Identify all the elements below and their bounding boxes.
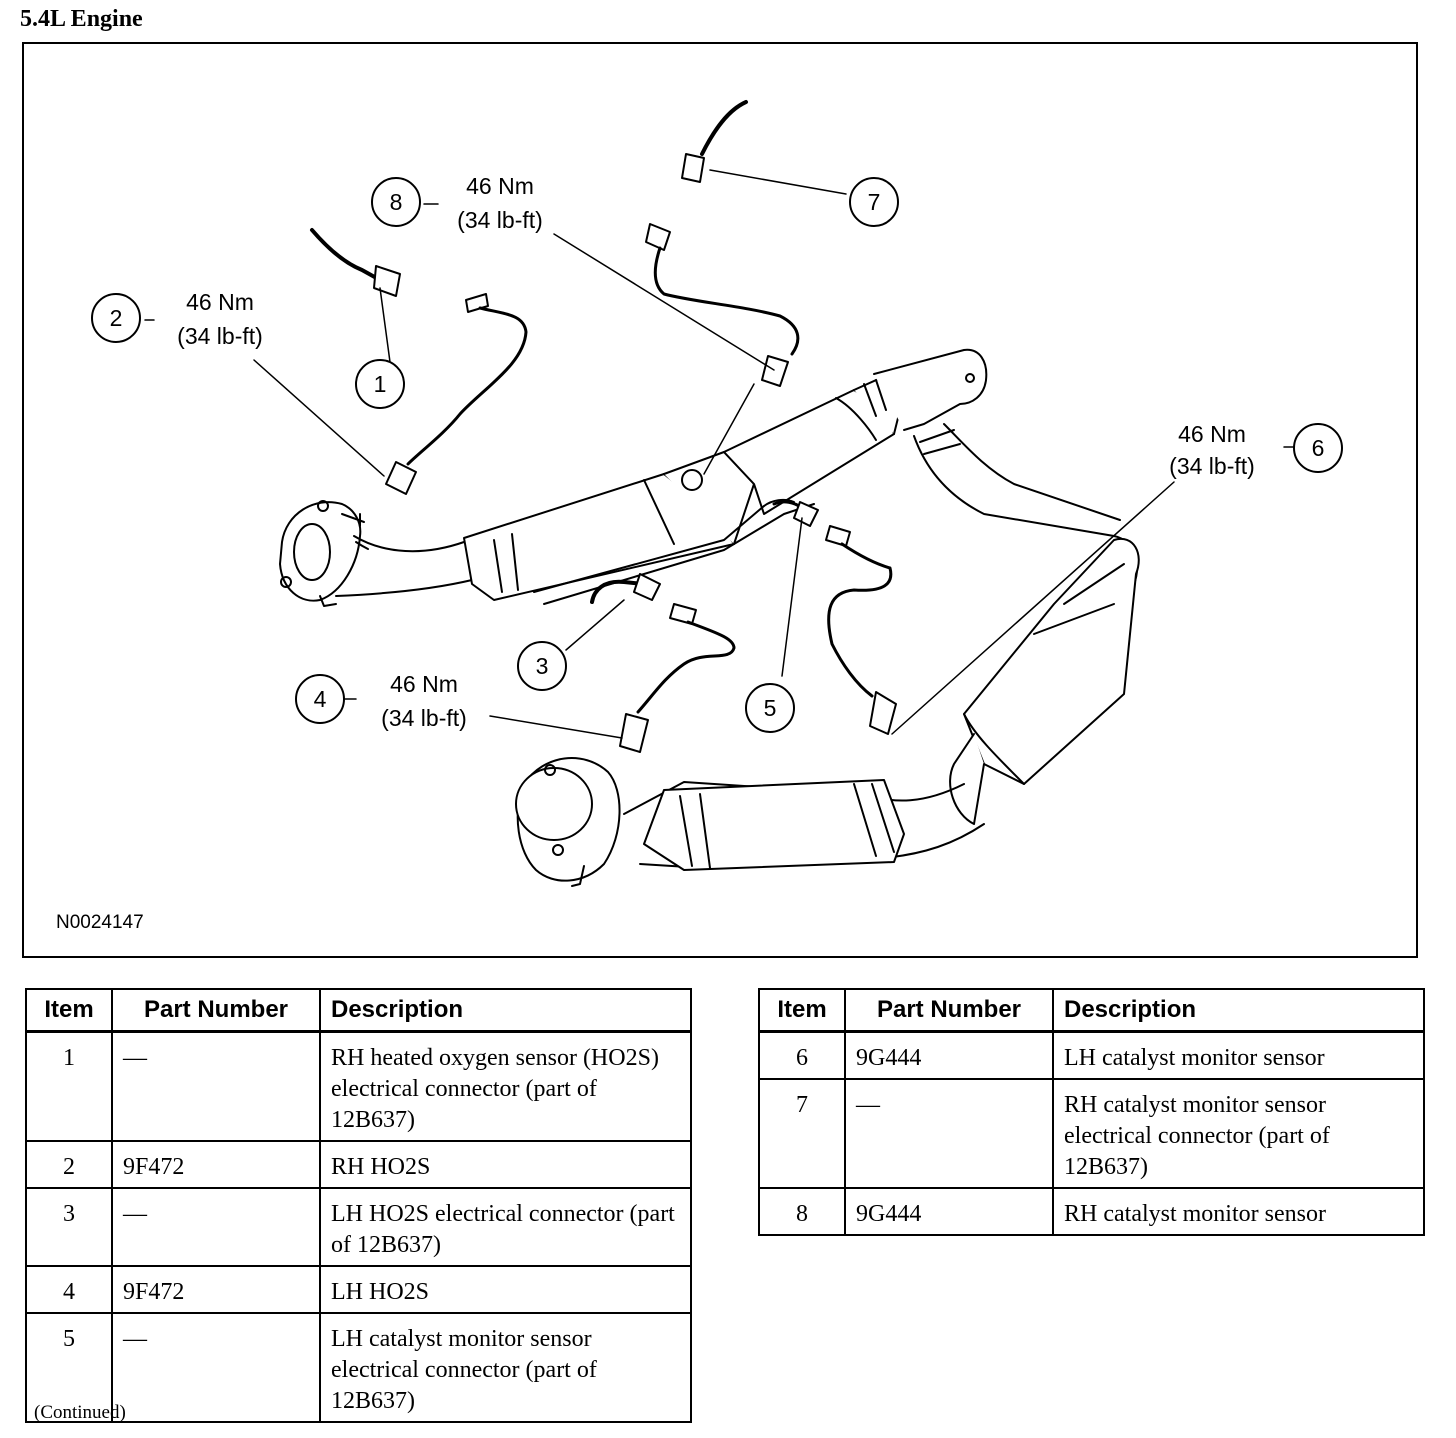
callout-4-torque-nm: 46 Nm xyxy=(390,671,458,697)
rh-catalyst-sensor-port xyxy=(681,469,703,491)
table-row: 3 — LH HO2S electrical connector (part o… xyxy=(25,1187,692,1267)
table-row: 1 — RH heated oxygen sensor (HO2S) elect… xyxy=(25,1030,692,1142)
callout-6-torque-lbft: (34 lb-ft) xyxy=(1169,453,1255,479)
rh-exhaust-assembly xyxy=(279,348,988,607)
header-item: Item xyxy=(758,988,846,1033)
item-cell: 1 xyxy=(25,1030,113,1142)
table-row: 4 9F472 LH HO2S xyxy=(25,1265,692,1314)
svg-text:5: 5 xyxy=(764,695,777,721)
svg-text:2: 2 xyxy=(110,305,123,331)
header-description: Description xyxy=(319,988,692,1033)
item-cell: 4 xyxy=(25,1265,113,1314)
callout-1: 1 xyxy=(355,359,405,409)
table-row: 7 — RH catalyst monitor sensor electrica… xyxy=(758,1078,1425,1189)
part-number-cell: — xyxy=(844,1078,1054,1189)
sensors-and-connectors xyxy=(310,100,897,753)
header-part-number: Part Number xyxy=(844,988,1054,1033)
lh-ho2s-sensor xyxy=(619,713,649,753)
part-number-cell: 9G444 xyxy=(844,1187,1054,1236)
callout-8-torque-nm: 46 Nm xyxy=(466,173,534,199)
svg-text:3: 3 xyxy=(536,653,549,679)
svg-text:7: 7 xyxy=(868,189,881,215)
lh-ho2s-connector xyxy=(590,579,646,604)
description-cell: LH catalyst monitor sensor xyxy=(1052,1030,1425,1080)
figure-id: N0024147 xyxy=(56,912,144,933)
svg-text:8: 8 xyxy=(390,189,403,215)
lh-exhaust-assembly xyxy=(515,423,1140,887)
callout-6-torque-nm: 46 Nm xyxy=(1178,421,1246,447)
lh-ho2s-wire xyxy=(636,620,736,714)
rh-cms-connector xyxy=(700,100,748,156)
callout-3: 3 xyxy=(517,641,567,691)
rh-cms-sensor xyxy=(761,355,789,387)
rh-flange-opening xyxy=(293,523,331,581)
item-cell: 3 xyxy=(25,1187,113,1267)
callout-6: 6 46 Nm (34 lb-ft) xyxy=(1169,421,1343,479)
description-cell: LH catalyst monitor sensor electrical co… xyxy=(319,1312,692,1423)
table-row: 2 9F472 RH HO2S xyxy=(25,1140,692,1189)
exhaust-diagram: 1 2 46 Nm (34 lb-ft) 3 4 46 Nm (34 lb-ft… xyxy=(22,42,1418,958)
header-description: Description xyxy=(1052,988,1425,1033)
callout-2-torque-nm: 46 Nm xyxy=(186,289,254,315)
callout-2-torque-lbft: (34 lb-ft) xyxy=(177,323,263,349)
rh-ho2s-wire xyxy=(406,306,528,466)
part-number-cell: 9G444 xyxy=(844,1030,1054,1080)
part-number-cell: 9F472 xyxy=(111,1265,321,1314)
header-item: Item xyxy=(25,988,113,1033)
rh-ho2s-connector xyxy=(310,228,382,282)
rh-ho2s-sensor xyxy=(385,461,417,495)
description-cell: RH heated oxygen sensor (HO2S) electrica… xyxy=(319,1030,692,1142)
svg-text:1: 1 xyxy=(374,371,387,397)
svg-text:4: 4 xyxy=(314,686,327,712)
item-cell: 6 xyxy=(758,1030,846,1080)
item-cell: 8 xyxy=(758,1187,846,1236)
svg-text:6: 6 xyxy=(1312,435,1325,461)
part-number-cell: — xyxy=(111,1187,321,1267)
callout-5: 5 xyxy=(745,683,795,733)
callout-4: 4 46 Nm (34 lb-ft) xyxy=(295,671,467,731)
rh-cms-wire xyxy=(653,246,800,356)
callout-8-torque-lbft: (34 lb-ft) xyxy=(457,207,543,233)
item-cell: 5 xyxy=(25,1312,113,1423)
table-row: 8 9G444 RH catalyst monitor sensor xyxy=(758,1187,1425,1236)
part-number-cell: — xyxy=(111,1030,321,1142)
parts-table-right: Item Part Number Description 6 9G444 LH … xyxy=(758,988,1425,1236)
description-cell: RH catalyst monitor sensor electrical co… xyxy=(1052,1078,1425,1189)
lh-catalytic-converter xyxy=(963,537,1140,785)
part-number-cell: — xyxy=(111,1312,321,1423)
callout-7: 7 xyxy=(849,177,899,227)
description-cell: RH HO2S xyxy=(319,1140,692,1189)
description-cell: LH HO2S electrical connector (part of 12… xyxy=(319,1187,692,1267)
page-title: 5.4L Engine xyxy=(20,6,143,32)
continued-note: (Continued) xyxy=(34,1402,126,1423)
item-cell: 7 xyxy=(758,1078,846,1189)
item-cell: 2 xyxy=(25,1140,113,1189)
lh-flange-opening xyxy=(515,767,593,841)
part-number-cell: 9F472 xyxy=(111,1140,321,1189)
parts-table-left: Item Part Number Description 1 — RH heat… xyxy=(25,988,692,1423)
description-cell: LH HO2S xyxy=(319,1265,692,1314)
lh-cms-sensor xyxy=(869,691,897,735)
table-row: 6 9G444 LH catalyst monitor sensor xyxy=(758,1030,1425,1080)
callout-4-torque-lbft: (34 lb-ft) xyxy=(381,705,467,731)
leader-lines xyxy=(144,169,1297,739)
lh-cms-wire xyxy=(827,542,893,698)
callout-8: 8 46 Nm (34 lb-ft) xyxy=(371,173,543,233)
description-cell: RH catalyst monitor sensor xyxy=(1052,1187,1425,1236)
header-part-number: Part Number xyxy=(111,988,321,1033)
table-row: 5 — LH catalyst monitor sensor electrica… xyxy=(25,1312,692,1423)
callout-2: 2 46 Nm (34 lb-ft) xyxy=(91,289,263,349)
